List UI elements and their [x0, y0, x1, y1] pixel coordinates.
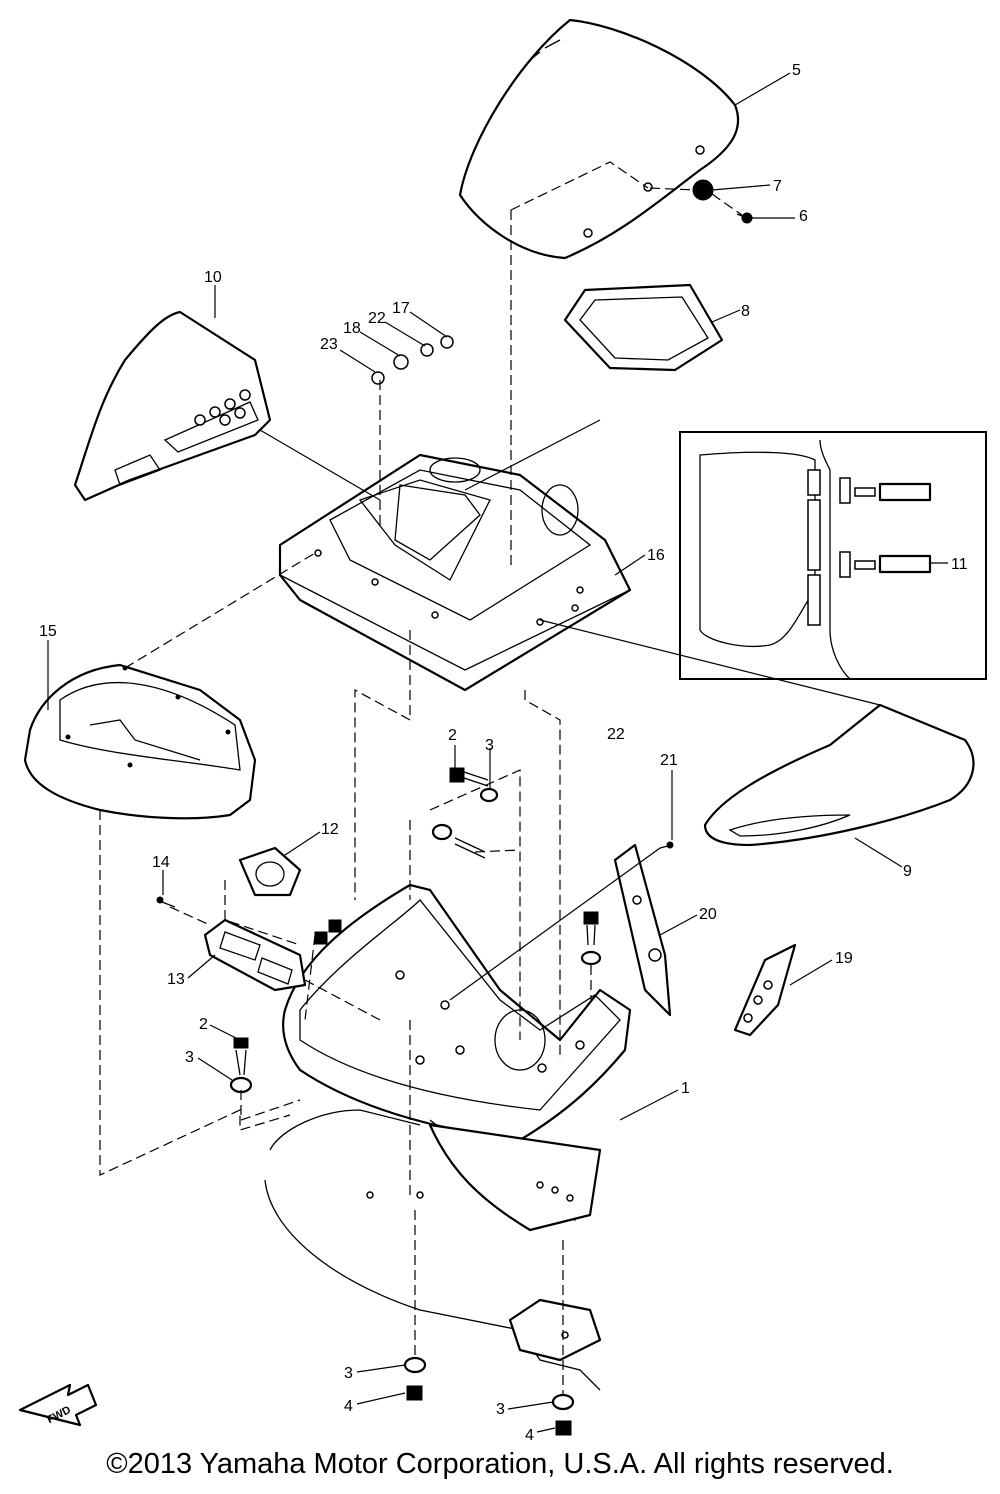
callout-3-bottom-right: 3 [496, 1401, 505, 1418]
callout-10: 10 [204, 269, 222, 286]
bolt-2-left [233, 1037, 249, 1076]
callout-23: 23 [320, 336, 338, 353]
callout-14: 14 [152, 854, 170, 871]
callout-2-upper: 2 [448, 727, 457, 744]
bolt-2-upper [449, 767, 489, 787]
callout-5: 5 [792, 62, 801, 79]
washer-3-left [229, 1076, 253, 1094]
callout-4-bottom-left: 4 [344, 1398, 353, 1415]
inset-detail [679, 431, 987, 680]
switch-plate [238, 846, 302, 897]
callout-1: 1 [681, 1080, 690, 1097]
callout-2-left: 2 [199, 1016, 208, 1033]
callout-22-top: 22 [368, 310, 386, 327]
side-panel [703, 703, 975, 847]
callout-16: 16 [647, 547, 665, 564]
upper-housing [278, 453, 632, 692]
callout-17: 17 [392, 300, 410, 317]
fwd-arrow-icon: FWD [18, 1383, 98, 1426]
front-cover [23, 663, 257, 820]
bolt-mid [431, 823, 486, 859]
washer-3-bottom-right [551, 1393, 575, 1411]
gasket [563, 283, 724, 372]
callout-18: 18 [343, 320, 361, 337]
bracket-19 [733, 943, 797, 1037]
bolt-right [580, 911, 602, 966]
callout-3-bottom-left: 3 [344, 1365, 353, 1382]
callout-21: 21 [660, 752, 678, 769]
callout-19: 19 [835, 950, 853, 967]
cover-plate [203, 918, 307, 992]
screw-14 [156, 896, 176, 908]
lower-console [264, 883, 632, 1391]
callout-22-mid: 22 [607, 726, 625, 743]
callout-20: 20 [699, 906, 717, 923]
callout-11: 11 [951, 556, 968, 573]
windshield-visor [458, 18, 740, 260]
callout-3-left: 3 [185, 1049, 194, 1066]
washer-3-upper [479, 787, 499, 803]
grommet [692, 179, 714, 201]
callout-7: 7 [773, 178, 782, 195]
callout-6: 6 [799, 208, 808, 225]
callout-3-upper: 3 [485, 737, 494, 754]
nut-4-bottom-right [555, 1420, 572, 1436]
washer-stack [371, 335, 454, 385]
callout-8: 8 [741, 303, 750, 320]
screw [736, 212, 753, 224]
callout-9: 9 [903, 863, 912, 880]
screw-21 [659, 841, 674, 849]
callout-4-bottom-right: 4 [525, 1427, 534, 1444]
copyright-notice: ©2013 Yamaha Motor Corporation, U.S.A. A… [106, 1448, 894, 1480]
callout-12: 12 [321, 821, 339, 838]
nut-4-bottom-left [406, 1385, 423, 1401]
callout-15: 15 [39, 623, 57, 640]
bracket-20 [613, 843, 672, 1017]
meter-cover [73, 310, 272, 502]
callout-13: 13 [167, 971, 185, 988]
washer-3-bottom-left [403, 1356, 427, 1374]
